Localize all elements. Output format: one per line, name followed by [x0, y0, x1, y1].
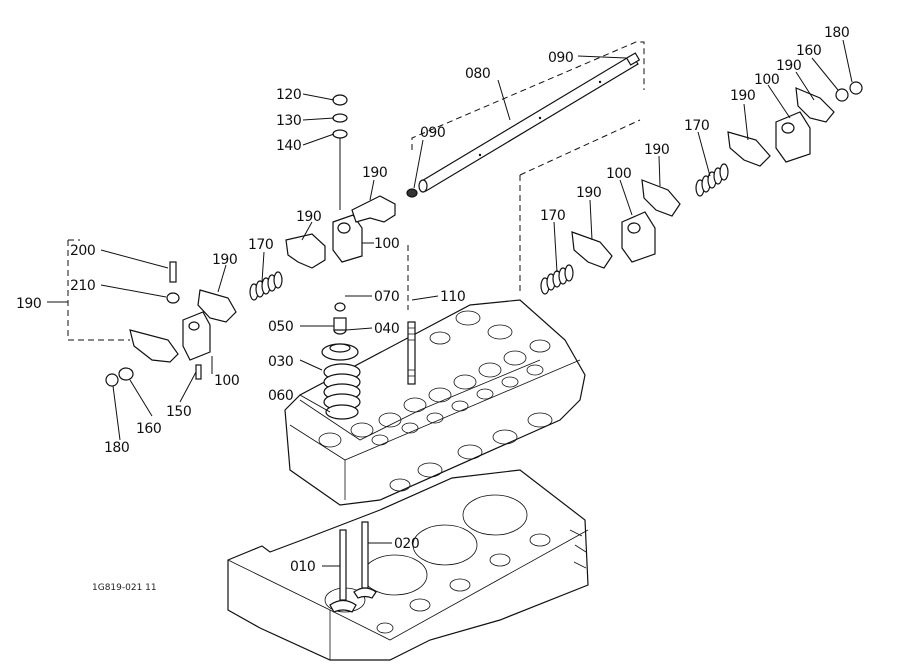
rocker-arm-190-3	[197, 289, 237, 323]
callout-150: 150	[166, 404, 191, 420]
callout-170-right: 170	[684, 118, 709, 134]
callout-160-right: 160	[796, 43, 821, 59]
bracket-100-right-b	[775, 111, 811, 163]
nut-120	[332, 94, 348, 106]
callout-080: 080	[465, 66, 490, 82]
bracket-100-right-a	[621, 211, 656, 263]
cylinder-head	[284, 299, 586, 506]
callout-100-center: 100	[374, 236, 399, 252]
rocker-arm-190-1	[351, 195, 396, 223]
rocker-arm-190-5	[571, 231, 613, 269]
screw-200	[169, 261, 177, 283]
callout-200: 200	[70, 243, 95, 259]
nut-210	[166, 292, 180, 304]
callout-110: 110	[440, 289, 465, 305]
rocker-arm-190-2	[285, 233, 326, 269]
callout-040: 040	[374, 321, 399, 337]
callout-190-right-4: 190	[576, 185, 601, 201]
clip-180-left	[105, 373, 119, 387]
head-ports	[318, 310, 553, 492]
callout-100-right-top: 100	[754, 72, 779, 88]
plug-090-front	[406, 188, 418, 198]
washer-140	[332, 129, 348, 139]
callout-020: 020	[394, 536, 419, 552]
stud-110	[407, 321, 416, 385]
callout-190-right-2: 190	[730, 88, 755, 104]
callout-030: 030	[268, 354, 293, 370]
valve-020	[353, 521, 377, 599]
washer-160-right	[835, 88, 849, 102]
washer-160-left	[118, 367, 134, 381]
cylinder-block	[227, 469, 589, 661]
callout-140: 140	[276, 138, 301, 154]
callout-190-right-3: 190	[644, 142, 669, 158]
callout-010: 010	[290, 559, 315, 575]
callout-190-right-top: 190	[776, 58, 801, 74]
callout-190-left-group: 190	[16, 296, 41, 312]
callout-160-left: 160	[136, 421, 161, 437]
callout-180-left: 180	[104, 440, 129, 456]
callout-190-left-2: 190	[212, 252, 237, 268]
callout-090-front: 090	[420, 125, 445, 141]
callout-060: 060	[268, 388, 293, 404]
valve-spring-030	[321, 302, 361, 420]
callout-210: 210	[70, 278, 95, 294]
callout-100-right-mid: 100	[606, 166, 631, 182]
clip-180-right	[849, 81, 863, 95]
callout-170-left: 170	[248, 237, 273, 253]
valve-010	[329, 529, 357, 613]
callout-190-center-top: 190	[362, 165, 387, 181]
spring-170-right	[695, 163, 729, 197]
pin-150	[195, 364, 202, 380]
spring-170-left	[249, 271, 283, 301]
callout-120: 120	[276, 87, 301, 103]
callout-170-mid: 170	[540, 208, 565, 224]
rocker-shaft-080	[418, 54, 639, 193]
washer-130	[332, 113, 348, 123]
bracket-100-left	[182, 311, 211, 361]
plug-090-end	[625, 52, 641, 66]
rocker-arm-190-8	[795, 87, 835, 123]
rocker-arm-190-6	[641, 179, 681, 217]
rocker-arm-190-7	[727, 131, 771, 167]
callout-130: 130	[276, 113, 301, 129]
drawing-code: 1G819-021 11	[92, 583, 157, 593]
callout-090-end: 090	[548, 50, 573, 66]
callout-050: 050	[268, 319, 293, 335]
spring-170-mid	[540, 264, 574, 295]
callout-190-center: 190	[296, 209, 321, 225]
callout-100-left: 100	[214, 373, 239, 389]
bracket-100-center	[332, 214, 363, 263]
leader-lines	[47, 39, 853, 567]
callout-labels: 120 130 140 080 090 090 180 160 190 100 …	[16, 25, 850, 575]
callout-180-right: 180	[824, 25, 849, 41]
group-outlines	[67, 41, 645, 341]
callout-070: 070	[374, 289, 399, 305]
rocker-arm-190-4	[129, 329, 179, 363]
